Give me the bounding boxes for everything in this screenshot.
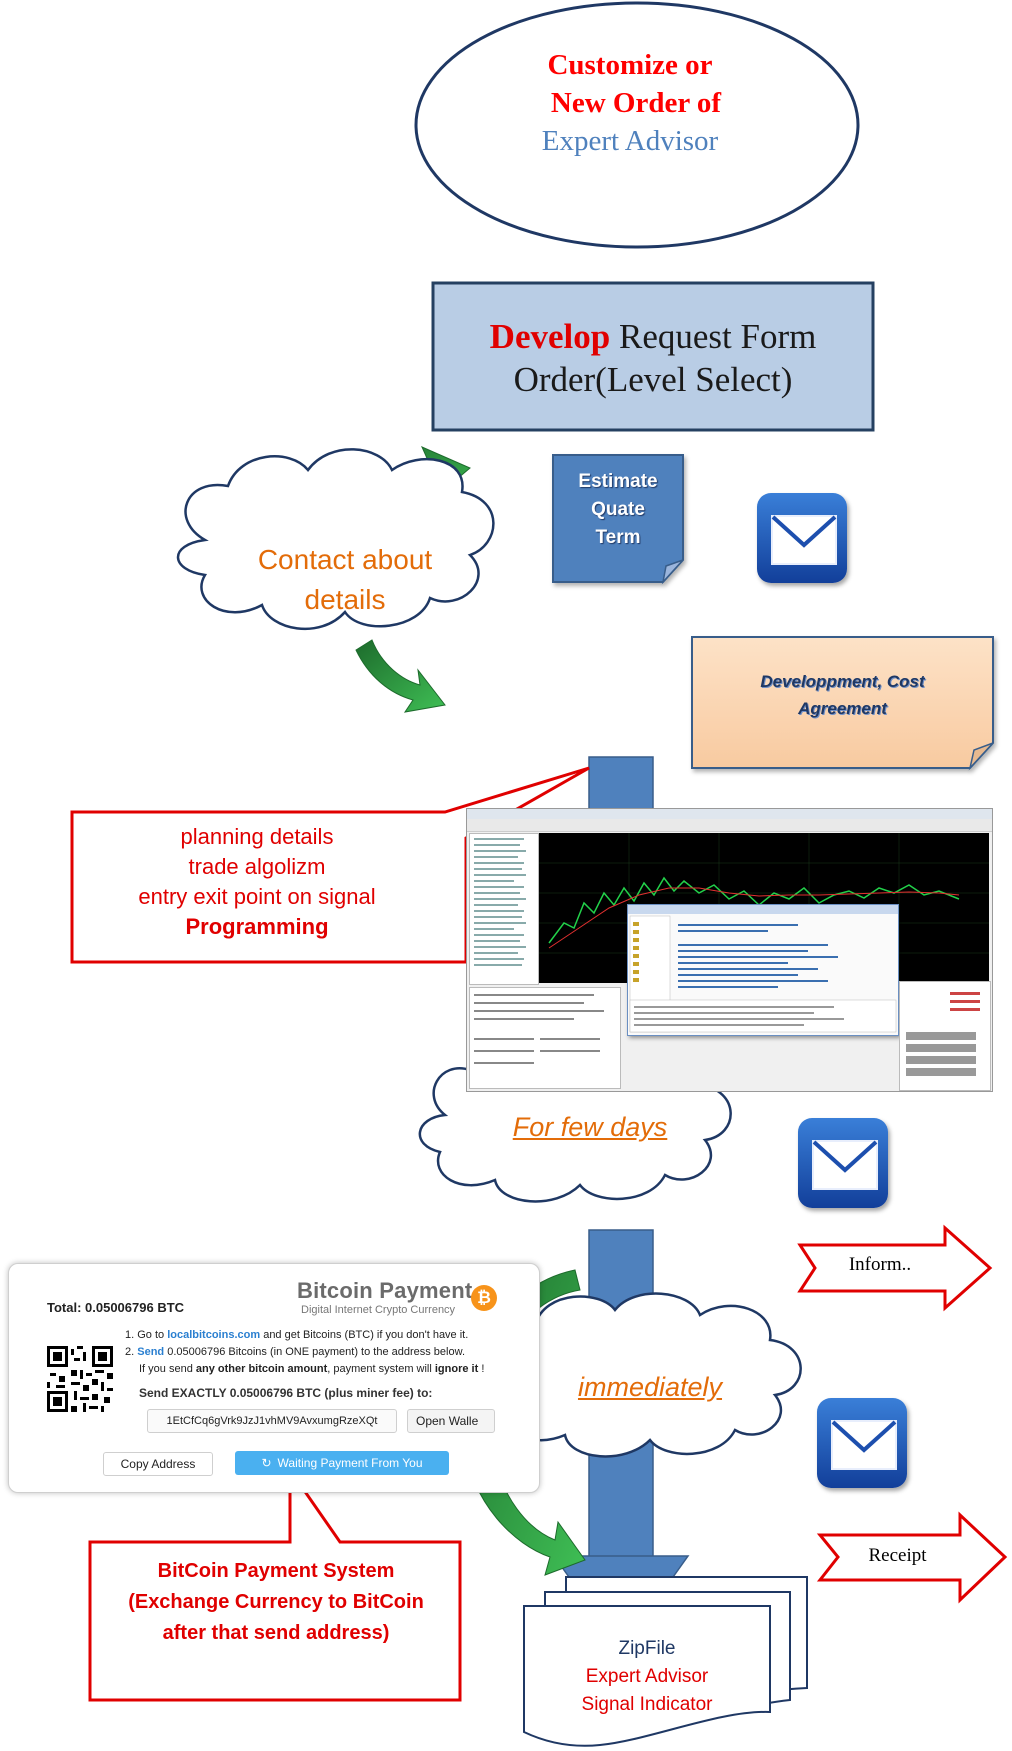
develop-box xyxy=(431,281,875,432)
zip-line2: Expert Advisor xyxy=(585,1666,709,1687)
estimate-note xyxy=(552,454,684,585)
btc-exact: Send EXACTLY 0.05006796 BTC (plus miner … xyxy=(139,1386,433,1400)
inform-arrow-shape xyxy=(797,1224,993,1312)
immediately-cloud xyxy=(488,1292,802,1458)
oval-line3: Expert Advisor xyxy=(541,125,719,157)
zip-documents xyxy=(523,1576,808,1747)
qr-code xyxy=(47,1346,113,1412)
code-editor-window xyxy=(627,904,899,1036)
planning-line2: trade algolizm xyxy=(188,854,326,879)
connector-block xyxy=(588,756,654,813)
btc-callout-text: BitCoin Payment System (Exchange Currenc… xyxy=(100,1556,452,1649)
zip-doc-text: ZipFile Expert Advisor Signal Indicator xyxy=(524,1635,770,1719)
develop-line2: Order(Level Select) xyxy=(513,360,793,399)
strategy-tester-panel xyxy=(469,987,621,1089)
oval-title: Customize or New Order of Expert Advisor xyxy=(470,46,790,160)
inform-arrow-text: Inform.. xyxy=(848,1254,912,1275)
agreement-line1: Developpment, Cost xyxy=(760,672,925,691)
develop-word: Develop xyxy=(489,317,611,356)
estimate-line1: Estimate xyxy=(578,471,658,492)
btc-step2: 2. Send 0.05006796 Bitcoins (in ONE paym… xyxy=(125,1346,465,1358)
open-wallet-button[interactable]: Open Walle xyxy=(407,1409,495,1433)
btc-warn-mid: , payment system will xyxy=(327,1363,435,1375)
btc-callout-line3: after that send address) xyxy=(162,1622,390,1644)
waiting-payment-button[interactable]: ↻ Waiting Payment From You xyxy=(235,1451,449,1475)
btc-callout-line2: (Exchange Currency to BitCoin xyxy=(128,1591,424,1613)
estimate-line2: Quate xyxy=(591,499,645,520)
btc-brand: Bitcoin Payment xyxy=(297,1278,473,1303)
agreement-line2: Agreement xyxy=(798,699,887,718)
btc-warning: If you send any other bitcoin amount, pa… xyxy=(139,1363,484,1375)
btc-step1: 1. Go to localbitcoins.com and get Bitco… xyxy=(125,1329,468,1341)
btc-address-field[interactable]: 1EtCfCq6gVrk9JzJ1vhMV9AvxumgRzeXQt xyxy=(147,1409,397,1433)
trading-platform-screenshot xyxy=(466,808,993,1092)
receipt-arrow-text: Receipt xyxy=(868,1545,927,1566)
platform-toolbar xyxy=(467,819,992,832)
planning-line1: planning details xyxy=(180,824,334,849)
btc-brand-sub: Digital Internet Crypto Currency xyxy=(301,1304,456,1316)
estimate-note-text: Estimate Quate Term xyxy=(553,468,683,552)
btc-step2-post: 0.05006796 Bitcoins (in ONE payment) to … xyxy=(164,1346,465,1358)
agreement-note xyxy=(691,636,994,771)
platform-navigator xyxy=(469,833,539,985)
copy-address-button[interactable]: Copy Address xyxy=(103,1452,213,1476)
contact-cloud-text: Contact about details xyxy=(230,540,460,620)
planning-line4: Programming xyxy=(185,914,329,939)
btc-warn-post: ! xyxy=(478,1363,485,1375)
btc-warn-b2: ignore it xyxy=(434,1363,479,1375)
waiting-payment-label: Waiting Payment From You xyxy=(277,1456,423,1470)
develop-rest: Request Form xyxy=(610,317,817,356)
green-arrow-bottom xyxy=(355,639,446,713)
contact-cloud xyxy=(176,448,495,631)
btc-step1-num: 1. xyxy=(125,1329,135,1341)
planning-callout-text: planning details trade algolizm entry ex… xyxy=(82,822,432,942)
contact-line2: details xyxy=(304,584,386,615)
send-link[interactable]: Send xyxy=(137,1346,165,1358)
days-cloud-text: For few days xyxy=(512,1112,668,1142)
agreement-note-text: Developpment, Cost Agreement xyxy=(692,668,993,722)
spinner-icon: ↻ xyxy=(261,1456,272,1470)
develop-box-text: Develop Request Form Order(Level Select) xyxy=(436,315,870,401)
zip-line3: Signal Indicator xyxy=(581,1694,713,1715)
email-icon xyxy=(757,493,847,583)
localbitcoins-link[interactable]: localbitcoins.com xyxy=(167,1329,261,1341)
email-icon xyxy=(817,1398,907,1488)
start-oval xyxy=(414,1,860,249)
btc-step1-post: and get Bitcoins (BTC) if you don't have… xyxy=(260,1329,469,1341)
contact-line1: Contact about xyxy=(257,544,433,575)
btc-warn-b1: any other bitcoin amount xyxy=(195,1363,328,1375)
btc-total: Total: 0.05006796 BTC xyxy=(47,1300,185,1315)
receipt-arrow-shape xyxy=(816,1511,1008,1604)
immediately-cloud-text: immediately xyxy=(577,1372,723,1402)
bitcoin-payment-panel: Total: 0.05006796 BTC Bitcoin Payment Di… xyxy=(8,1263,540,1493)
estimate-line3: Term xyxy=(595,527,641,548)
btc-step1-pre: Go to xyxy=(137,1329,168,1341)
btc-step2-num: 2. xyxy=(125,1346,135,1358)
oval-line2: New Order of xyxy=(550,87,722,119)
email-icon xyxy=(798,1118,888,1208)
btc-warn-pre: If you send xyxy=(139,1363,196,1375)
bitcoin-logo-icon: ₿ xyxy=(471,1285,497,1311)
oval-line1: Customize or xyxy=(547,49,713,81)
btc-callout-line1: BitCoin Payment System xyxy=(157,1560,395,1582)
zip-line1: ZipFile xyxy=(618,1638,676,1659)
planning-line3: entry exit point on signal xyxy=(138,884,376,909)
btc-callout-shape xyxy=(88,1465,462,1702)
terminal-side-panel xyxy=(899,981,991,1091)
